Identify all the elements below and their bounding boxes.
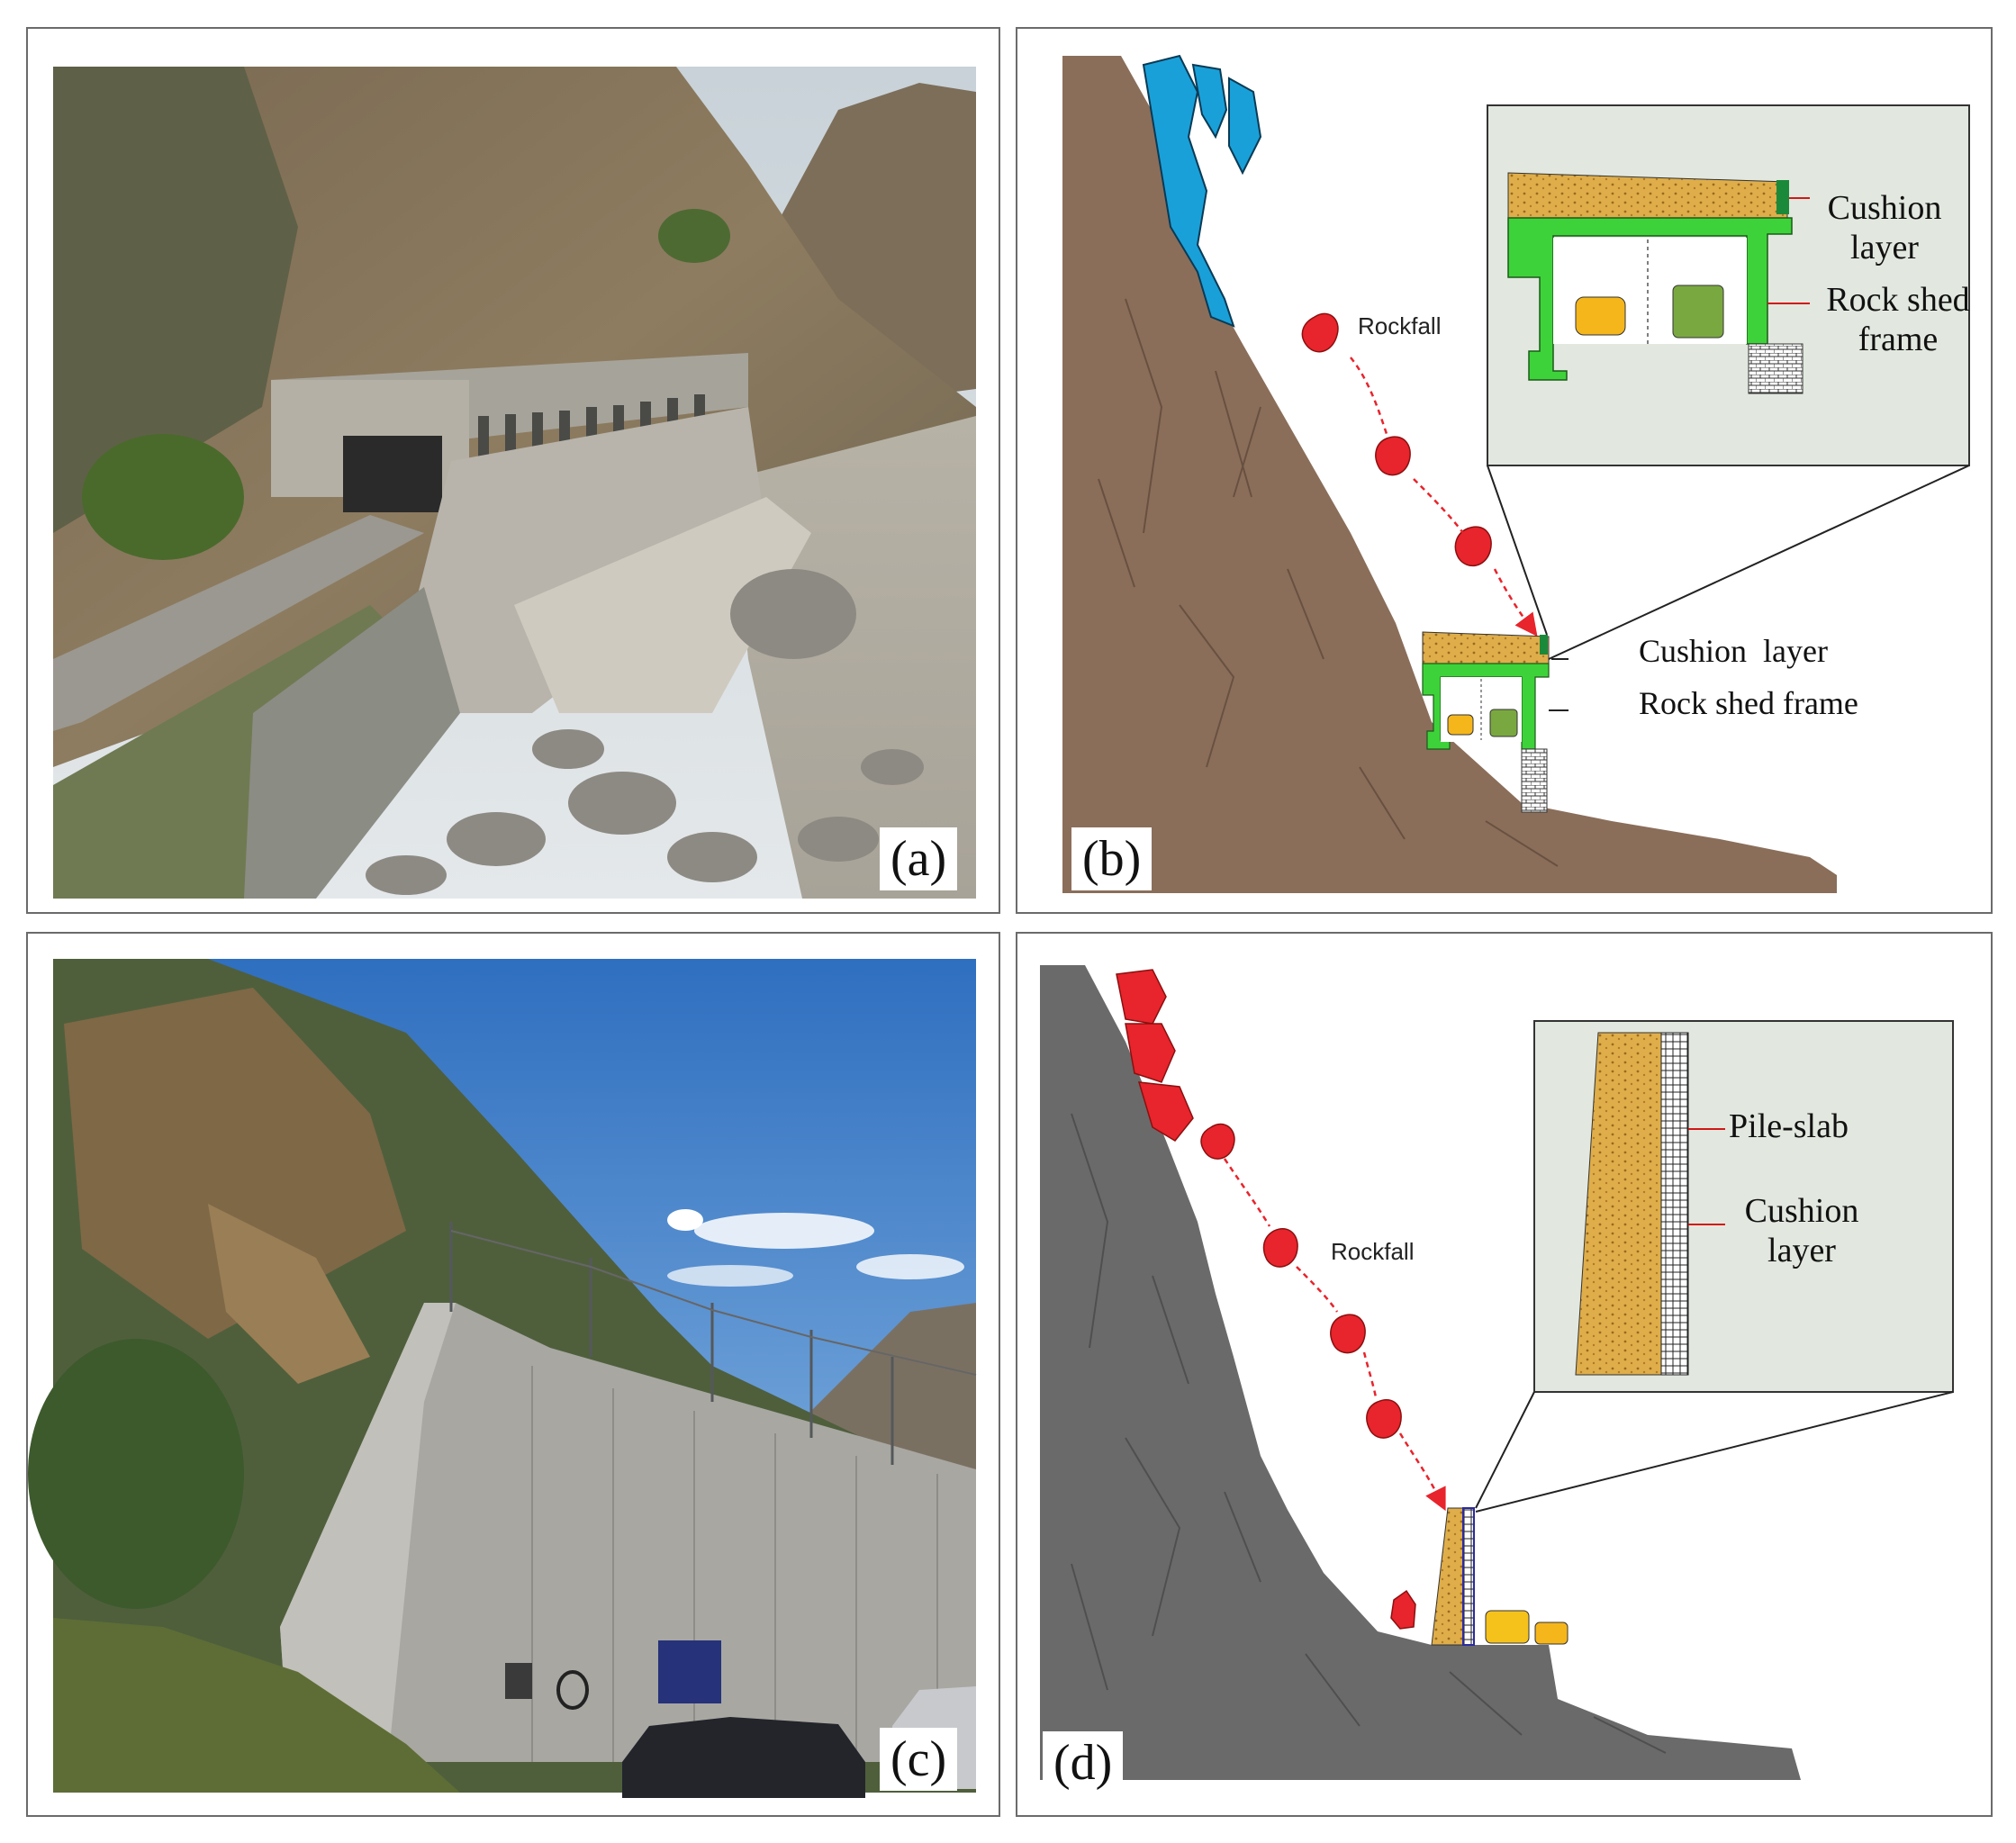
panel-a-photo	[53, 67, 976, 899]
panel-b-rockfall-label: Rockfall	[1358, 312, 1442, 339]
inset-b-cushion-line2: layer	[1850, 228, 1919, 267]
unstable-block-2	[1125, 1023, 1176, 1083]
panel-b: Rockfall Cushion layer Rock shed frame C…	[1016, 27, 1993, 914]
dark-suv	[622, 1717, 865, 1798]
info-sign	[658, 1640, 721, 1703]
panel-b-diagram	[1062, 54, 1970, 893]
panel-c: (c)	[26, 932, 1000, 1817]
panel-d: Rockfall Pile-slab Cushion layer (d)	[1016, 932, 1993, 1817]
inset-foundation	[1748, 343, 1804, 394]
inset-cushion-end	[1776, 180, 1789, 214]
inset-b-frame-line1: Rock shed	[1826, 281, 1970, 319]
inset-bus	[1672, 285, 1724, 339]
inset-d-cushion-label: Cushion layer	[1725, 1192, 1878, 1270]
main-cushion-wedge	[1431, 1507, 1464, 1646]
rockfall-block-d3	[1330, 1314, 1366, 1354]
main-bus	[1489, 709, 1518, 737]
unstable-block-3	[1137, 1081, 1194, 1142]
inset-d-cushion-line1: Cushion	[1744, 1192, 1859, 1230]
unstable-block-1	[1116, 969, 1167, 1025]
panel-d-rockfall-label: Rockfall	[1331, 1238, 1415, 1265]
cliff-slope-grey	[1040, 965, 1801, 1780]
main-car	[1447, 714, 1474, 736]
unstable-rock-mass	[1142, 54, 1262, 328]
main-b-frame-label: Rock shed frame	[1639, 685, 1858, 721]
rockfall-block-d4	[1366, 1399, 1402, 1439]
rockfall-trajectory-d	[1223, 1158, 1441, 1501]
inset-car	[1575, 296, 1626, 336]
panel-d-diagram	[1040, 965, 1954, 1780]
main-cushion-layer	[1422, 631, 1550, 664]
main-foundation	[1521, 748, 1548, 813]
main-car-d	[1534, 1622, 1569, 1645]
rockfall-block-1	[1301, 312, 1339, 353]
rockfall-trajectory	[1350, 357, 1531, 628]
rockfall-block-d1	[1200, 1123, 1235, 1160]
impact-block	[1390, 1589, 1416, 1630]
inset-b-cushion-label: Cushion layer	[1808, 189, 1961, 267]
panel-b-letter: (b)	[1071, 827, 1153, 890]
inset-d-pile-label: Pile-slab	[1729, 1107, 1849, 1145]
inset-b-frame-line2: frame	[1858, 320, 1939, 358]
inset-pile-slab	[1660, 1032, 1689, 1376]
main-cushion-end	[1540, 635, 1548, 655]
rockfall-block-3	[1454, 526, 1492, 567]
panel-d-letter: (d)	[1043, 1731, 1124, 1794]
panel-a-letter: (a)	[880, 827, 958, 890]
pile-slab-wall	[280, 1303, 976, 1762]
main-pile-slab	[1462, 1507, 1475, 1646]
inset-b-cushion-line1: Cushion	[1827, 189, 1942, 227]
inset-d-cushion-line2: layer	[1767, 1231, 1836, 1269]
main-bus-d	[1485, 1610, 1530, 1644]
main-b-cushion-label: Cushion layer	[1639, 633, 1828, 669]
inset-b-frame-label: Rock shed frame	[1808, 281, 1988, 359]
inset-shed-frame	[1507, 217, 1793, 381]
panel-c-photo	[28, 959, 977, 1798]
rockfall-block-d2	[1262, 1228, 1298, 1268]
panel-a: (a)	[26, 27, 1000, 914]
cliff-slope	[1062, 56, 1837, 893]
rockfall-block-2	[1375, 436, 1411, 476]
panel-c-letter: (c)	[880, 1728, 958, 1791]
